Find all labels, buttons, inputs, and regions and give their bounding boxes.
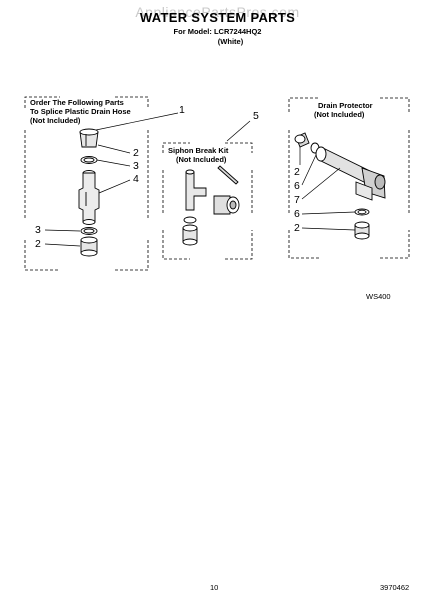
page-title: WATER SYSTEM PARTS [139, 10, 296, 25]
drain-protector-body [315, 146, 386, 201]
leader-line-2a [97, 144, 131, 154]
callout-3a: 3 [133, 160, 139, 172]
leader-line-2b [44, 243, 81, 247]
leader-line-drain-6a [301, 154, 317, 186]
splice-label-line3: (Not Included) [30, 116, 81, 125]
callout-1: 1 [179, 104, 185, 116]
callout-drain-6b: 6 [294, 208, 300, 220]
leader-line-1 [95, 112, 179, 131]
siphon-nut [182, 224, 198, 246]
leader-line-drain-2b [301, 227, 356, 231]
callout-2b: 2 [35, 238, 41, 250]
splice-label-line2: To Splice Plastic Drain Hose [30, 107, 131, 116]
callout-drain-2b: 2 [294, 222, 300, 234]
color-line: (White) [217, 37, 244, 46]
drain-box-border [288, 97, 410, 259]
siphon-label-line2: (Not Included) [176, 155, 227, 164]
connector-tube [78, 170, 100, 225]
siphon-washer [183, 216, 197, 224]
model-line: For Model: LCR7244HQ2 [173, 27, 262, 36]
leader-line-3b [44, 229, 81, 232]
leader-line-4 [98, 179, 131, 194]
diagram-code: WS400 [366, 292, 391, 301]
drain-ring-bottom [354, 208, 370, 216]
callout-drain-6a: 6 [294, 180, 300, 192]
siphon-elbow-tube [185, 169, 207, 211]
siphon-coupler [213, 195, 240, 215]
leader-line-5 [226, 120, 251, 142]
splice-box-label: Order The Following Parts To Splice Plas… [30, 98, 131, 125]
siphon-box-label: Siphon Break Kit (Not Included) [168, 146, 228, 164]
coupling-nut-bottom [80, 236, 98, 257]
callout-4: 4 [133, 173, 139, 185]
drain-nut-top [294, 132, 310, 148]
drain-label-line1: Drain Protector [318, 101, 373, 110]
siphon-label-line1: Siphon Break Kit [168, 146, 229, 155]
callout-drain-7: 7 [294, 194, 300, 206]
leader-line-drain-7 [301, 167, 341, 200]
clamp-ring-bottom [80, 227, 98, 235]
callout-2a: 2 [133, 147, 139, 159]
callout-3b: 3 [35, 224, 41, 236]
callout-drain-2a: 2 [294, 166, 300, 178]
watermark-text: AppliancePartsPros.com [135, 4, 300, 20]
siphon-small-tube [217, 165, 239, 185]
document-number: 3970462 [380, 583, 410, 592]
splice-box-border [24, 96, 149, 271]
callout-5: 5 [253, 110, 259, 122]
drain-nut-bottom [354, 221, 370, 240]
page-number: 10 [210, 583, 219, 592]
drain-box-label: Drain Protector (Not Included) [314, 101, 373, 119]
drain-label-line2: (Not Included) [314, 110, 365, 119]
siphon-box-border [162, 142, 253, 260]
splice-label-line1: Order The Following Parts [30, 98, 124, 107]
coupling-nut-top [79, 128, 99, 148]
leader-line-3a [96, 159, 131, 167]
leader-line-drain-6b [301, 211, 356, 215]
clamp-ring-top [80, 156, 98, 164]
